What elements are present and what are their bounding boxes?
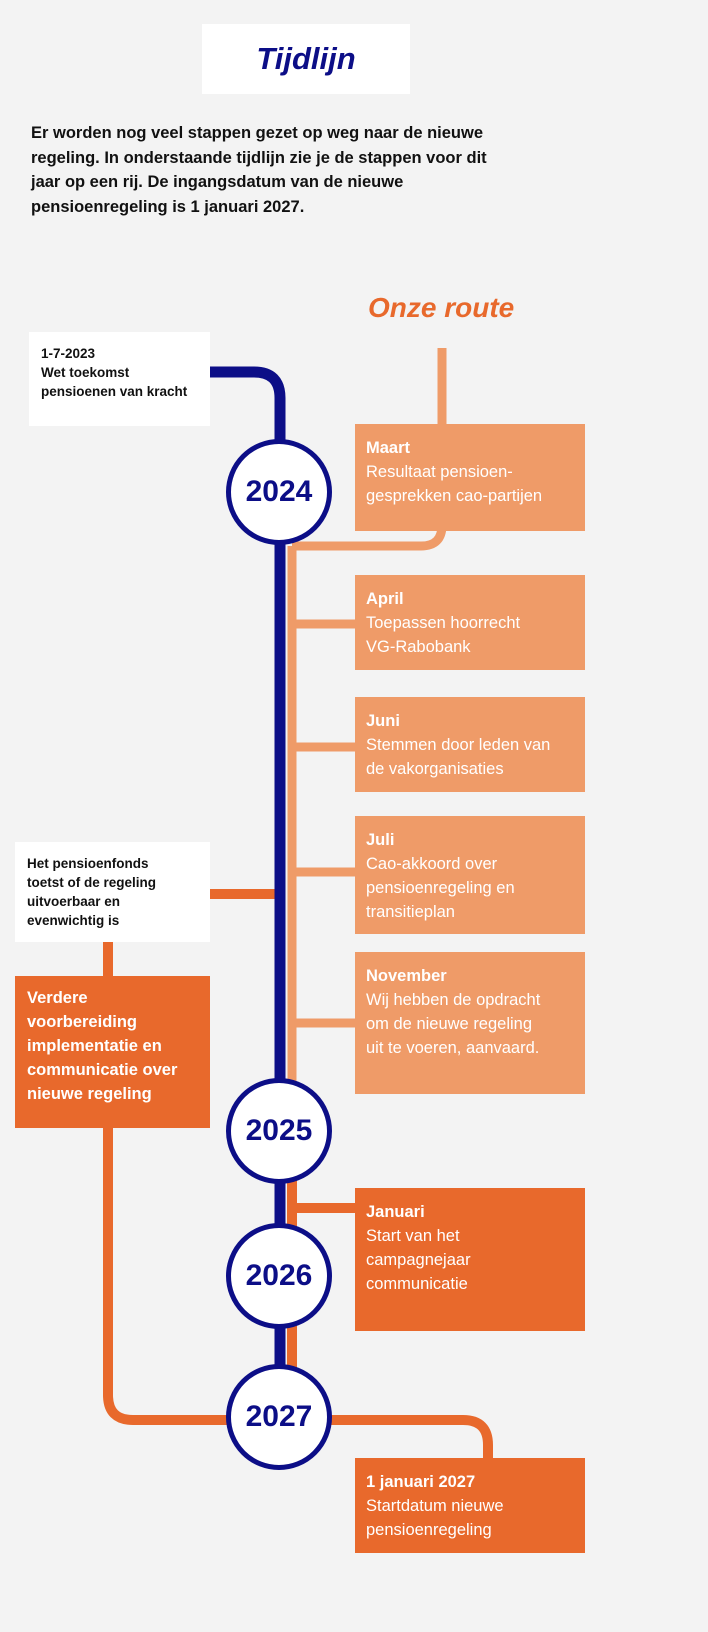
step-card-maart: Maart Resultaat pensioen- gesprekken cao… (355, 424, 585, 531)
step-card-januari: Januari Start van het campagnejaar commu… (355, 1188, 585, 1331)
step-card-1-januari-2027: 1 januari 2027 Startdatum nieuwe pensioe… (355, 1458, 585, 1553)
step-card-juli: Juli Cao-akkoord over pensioenregeling e… (355, 816, 585, 934)
year-circle-2024: 2024 (226, 439, 332, 545)
main-timeline-line (210, 366, 286, 1372)
note-pensionfund: Het pensioenfonds toetst of de regeling … (15, 842, 210, 942)
title-box: Tijdlijn (202, 24, 410, 94)
step-card-november: November Wij hebben de opdracht om de ni… (355, 952, 585, 1094)
step-card-april: April Toepassen hoorrecht VG-Rabobank (355, 575, 585, 670)
route-title: Onze route (368, 292, 515, 323)
year-circle-2025: 2025 (226, 1078, 332, 1184)
page-title: Tijdlijn (256, 41, 356, 76)
block-preparation: Verdere voorbereiding implementatie en c… (15, 976, 210, 1128)
year-circle-2027: 2027 (226, 1364, 332, 1470)
step-card-juni: Juni Stemmen door leden van de vakorgani… (355, 697, 585, 792)
intro-text: Er worden nog veel stappen gezet op weg … (31, 124, 487, 216)
note-start: 1-7-2023 Wet toekomst pensioenen van kra… (29, 332, 210, 426)
year-circle-2026: 2026 (226, 1223, 332, 1329)
